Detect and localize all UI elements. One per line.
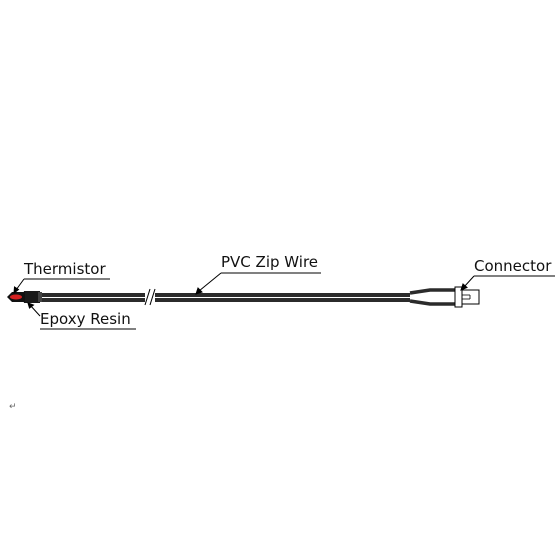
connector-label: Connector	[474, 257, 552, 275]
paragraph-mark: ↵	[9, 402, 17, 412]
wire-break-symbol	[144, 288, 156, 306]
thermistor-tip	[7, 292, 25, 302]
wire-leader	[198, 272, 222, 292]
leader-lines	[13, 272, 555, 330]
epoxy-resin-probe	[23, 291, 42, 303]
thermistor-leader	[15, 278, 25, 291]
connector-leader	[463, 275, 475, 288]
epoxy-resin-label: Epoxy Resin	[40, 310, 131, 328]
pvc-zip-wire-label: PVC Zip Wire	[221, 253, 319, 271]
thermistor-label: Thermistor	[24, 260, 106, 278]
pvc-zip-wire	[40, 288, 455, 306]
connector-housing	[454, 286, 480, 308]
